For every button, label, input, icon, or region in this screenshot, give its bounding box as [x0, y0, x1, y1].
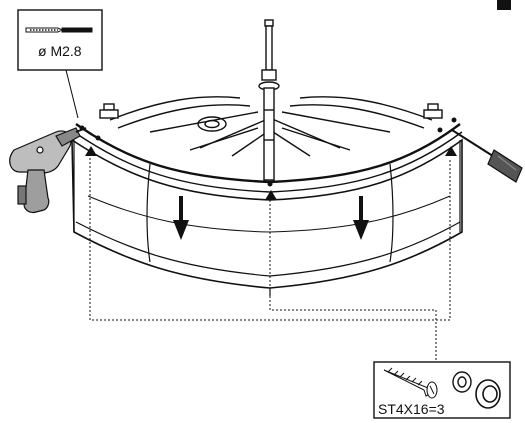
- drill-bit-callout: ø M2.8: [17, 9, 103, 119]
- hardware-leader-lines: [89, 158, 451, 360]
- drill-bit-size-label: ø M2.8: [38, 43, 82, 59]
- tray-apron: [71, 138, 463, 289]
- leveling-feet: [99, 103, 443, 119]
- hardware-callout: ST4X16=3: [373, 361, 511, 419]
- page-corner-mark: [497, 0, 511, 10]
- screw-point-arrows: [85, 146, 457, 200]
- down-arrow-icon: [353, 196, 369, 240]
- drill-bit-icon: [25, 27, 93, 33]
- support-leg: [258, 19, 280, 181]
- down-arrow-icon: [173, 196, 189, 240]
- cap-icon: [475, 379, 501, 409]
- tray-underframe: [109, 96, 433, 157]
- drill-icon: [9, 127, 87, 214]
- drain-outlet: [197, 116, 227, 132]
- screwdriver-icon: [451, 129, 523, 183]
- hardware-quantity-label: ST4X16=3: [378, 401, 445, 417]
- screw-icon: [383, 367, 438, 399]
- washer-icon: [452, 371, 472, 393]
